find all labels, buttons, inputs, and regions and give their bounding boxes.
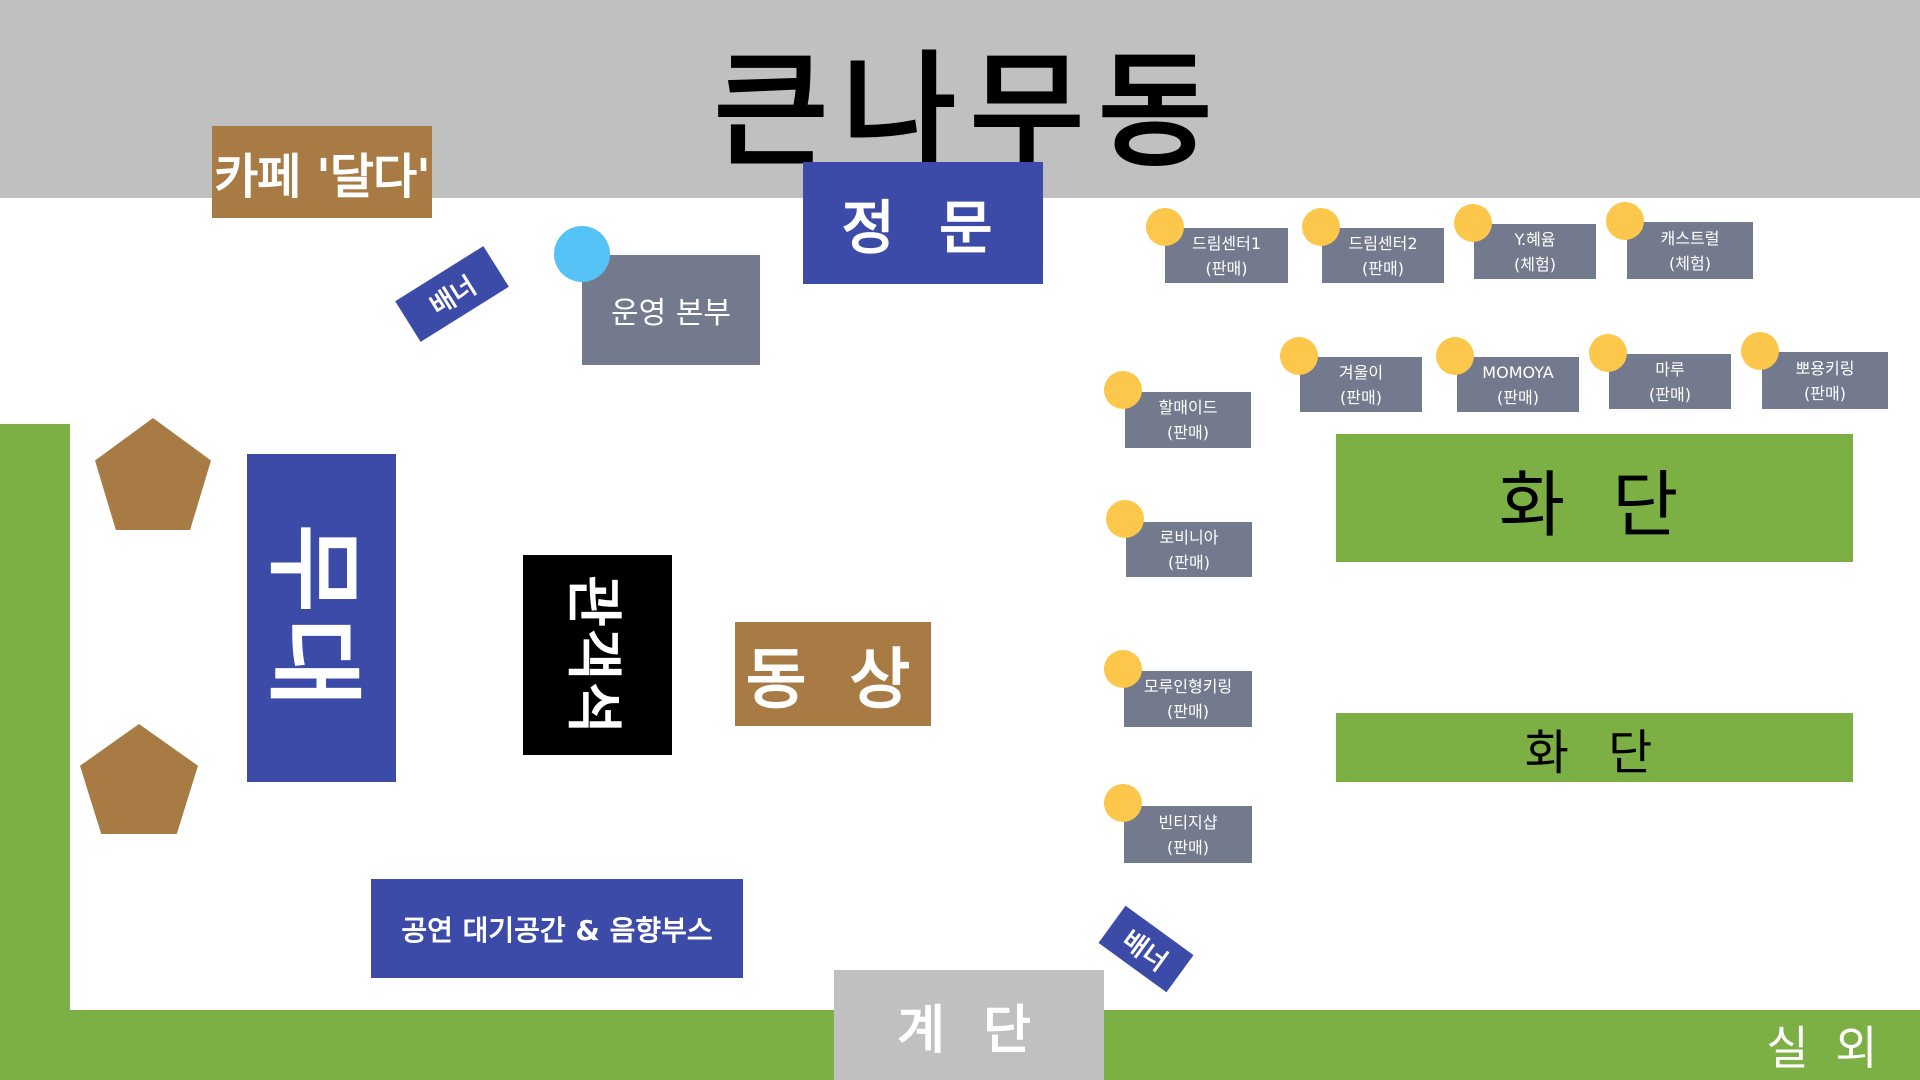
booth-type: (판매) (1340, 387, 1382, 407)
booth-halmaeid[interactable]: 할매이드 (판매) (1125, 392, 1251, 448)
performance-waiting-area-block[interactable]: 공연 대기공간 & 음향부스 (371, 879, 743, 978)
booth-gyeouri[interactable]: 겨울이 (판매) (1300, 357, 1422, 412)
banner-sign-lower: 배너 (1098, 905, 1194, 993)
booth-marker-dot (1146, 208, 1184, 246)
booth-name: 할매이드 (1158, 398, 1218, 417)
booth-name: 겨울이 (1338, 362, 1384, 382)
hq-marker-dot (554, 226, 610, 282)
statue-block[interactable]: 동 상 (735, 622, 931, 726)
main-gate-block[interactable]: 정 문 (803, 162, 1043, 284)
booth-type: (판매) (1649, 384, 1691, 404)
audience-label: 관객석 (560, 574, 625, 736)
booth-y-hyeyum[interactable]: Y.혜윰 (체험) (1474, 224, 1596, 279)
booth-robinia[interactable]: 로비니아 (판매) (1126, 522, 1252, 577)
booth-moru-doll-keyring[interactable]: 모루인형키링 (판매) (1124, 671, 1252, 727)
booth-name: 드림센터1 (1191, 233, 1262, 253)
audience-seating-block[interactable]: 관객석 (523, 555, 672, 755)
pentagon-marker-upper (95, 418, 211, 530)
booth-marker-dot (1436, 337, 1474, 375)
booth-type: (판매) (1362, 258, 1404, 278)
flowerbed-lower: 화 단 (1336, 713, 1853, 782)
booth-dream-center-1[interactable]: 드림센터1 (판매) (1165, 228, 1288, 283)
booth-name: 마루 (1655, 359, 1685, 379)
booth-marker-dot (1454, 204, 1492, 242)
booth-dream-center-2[interactable]: 드림센터2 (판매) (1322, 228, 1444, 283)
booth-marker-dot (1104, 371, 1142, 409)
stage-block[interactable]: 무대 (247, 454, 396, 782)
booth-ppyong-keyring[interactable]: 뽀용키링 (판매) (1762, 352, 1888, 409)
booth-type: (판매) (1205, 258, 1248, 278)
booth-marker-dot (1606, 202, 1644, 240)
booth-type: (판매) (1167, 702, 1209, 721)
booth-type: (판매) (1497, 387, 1539, 407)
booth-maru[interactable]: 마루 (판매) (1609, 354, 1731, 409)
pentagon-marker-lower (80, 724, 198, 834)
booth-type: (판매) (1804, 383, 1846, 403)
booth-type: (체험) (1514, 254, 1556, 274)
booth-name: MOMOYA (1482, 362, 1554, 382)
booth-castrel[interactable]: 캐스트럴 (체험) (1627, 222, 1753, 279)
building-title: 큰나무동 (713, 40, 1227, 184)
booth-type: (체험) (1669, 253, 1711, 273)
cafe-block[interactable]: 카페 '달다' (212, 126, 432, 218)
booth-marker-dot (1106, 500, 1144, 538)
booth-name: 모루인형키링 (1143, 677, 1233, 696)
banner-sign-upper: 배너 (395, 246, 509, 342)
stage-label: 무대 (257, 523, 370, 713)
booth-name: 드림센터2 (1348, 233, 1418, 253)
booth-type: (판매) (1167, 837, 1209, 857)
booth-type: (판매) (1167, 423, 1209, 442)
booth-marker-dot (1104, 650, 1142, 688)
booth-name: 빈티지샵 (1158, 812, 1218, 832)
booth-name: 로비니아 (1159, 527, 1219, 547)
booth-marker-dot (1302, 208, 1340, 246)
booth-marker-dot (1104, 784, 1142, 822)
flowerbed-upper: 화 단 (1336, 434, 1853, 562)
stairs-block[interactable]: 계 단 (834, 970, 1104, 1080)
booth-name: 캐스트럴 (1660, 228, 1720, 248)
booth-name: 뽀용키링 (1795, 358, 1855, 378)
outdoor-strip-left (0, 424, 70, 1080)
booth-name: Y.혜윰 (1514, 229, 1556, 249)
booth-vintage-shop[interactable]: 빈티지샵 (판매) (1124, 806, 1252, 863)
booth-marker-dot (1589, 334, 1627, 372)
booth-marker-dot (1280, 337, 1318, 375)
booth-momoya[interactable]: MOMOYA (판매) (1457, 357, 1579, 412)
outdoor-label: 실 외 (1766, 1021, 1884, 1075)
operation-hq-block[interactable]: 운영 본부 (582, 255, 760, 365)
booth-marker-dot (1741, 332, 1779, 370)
booth-type: (판매) (1168, 552, 1210, 572)
